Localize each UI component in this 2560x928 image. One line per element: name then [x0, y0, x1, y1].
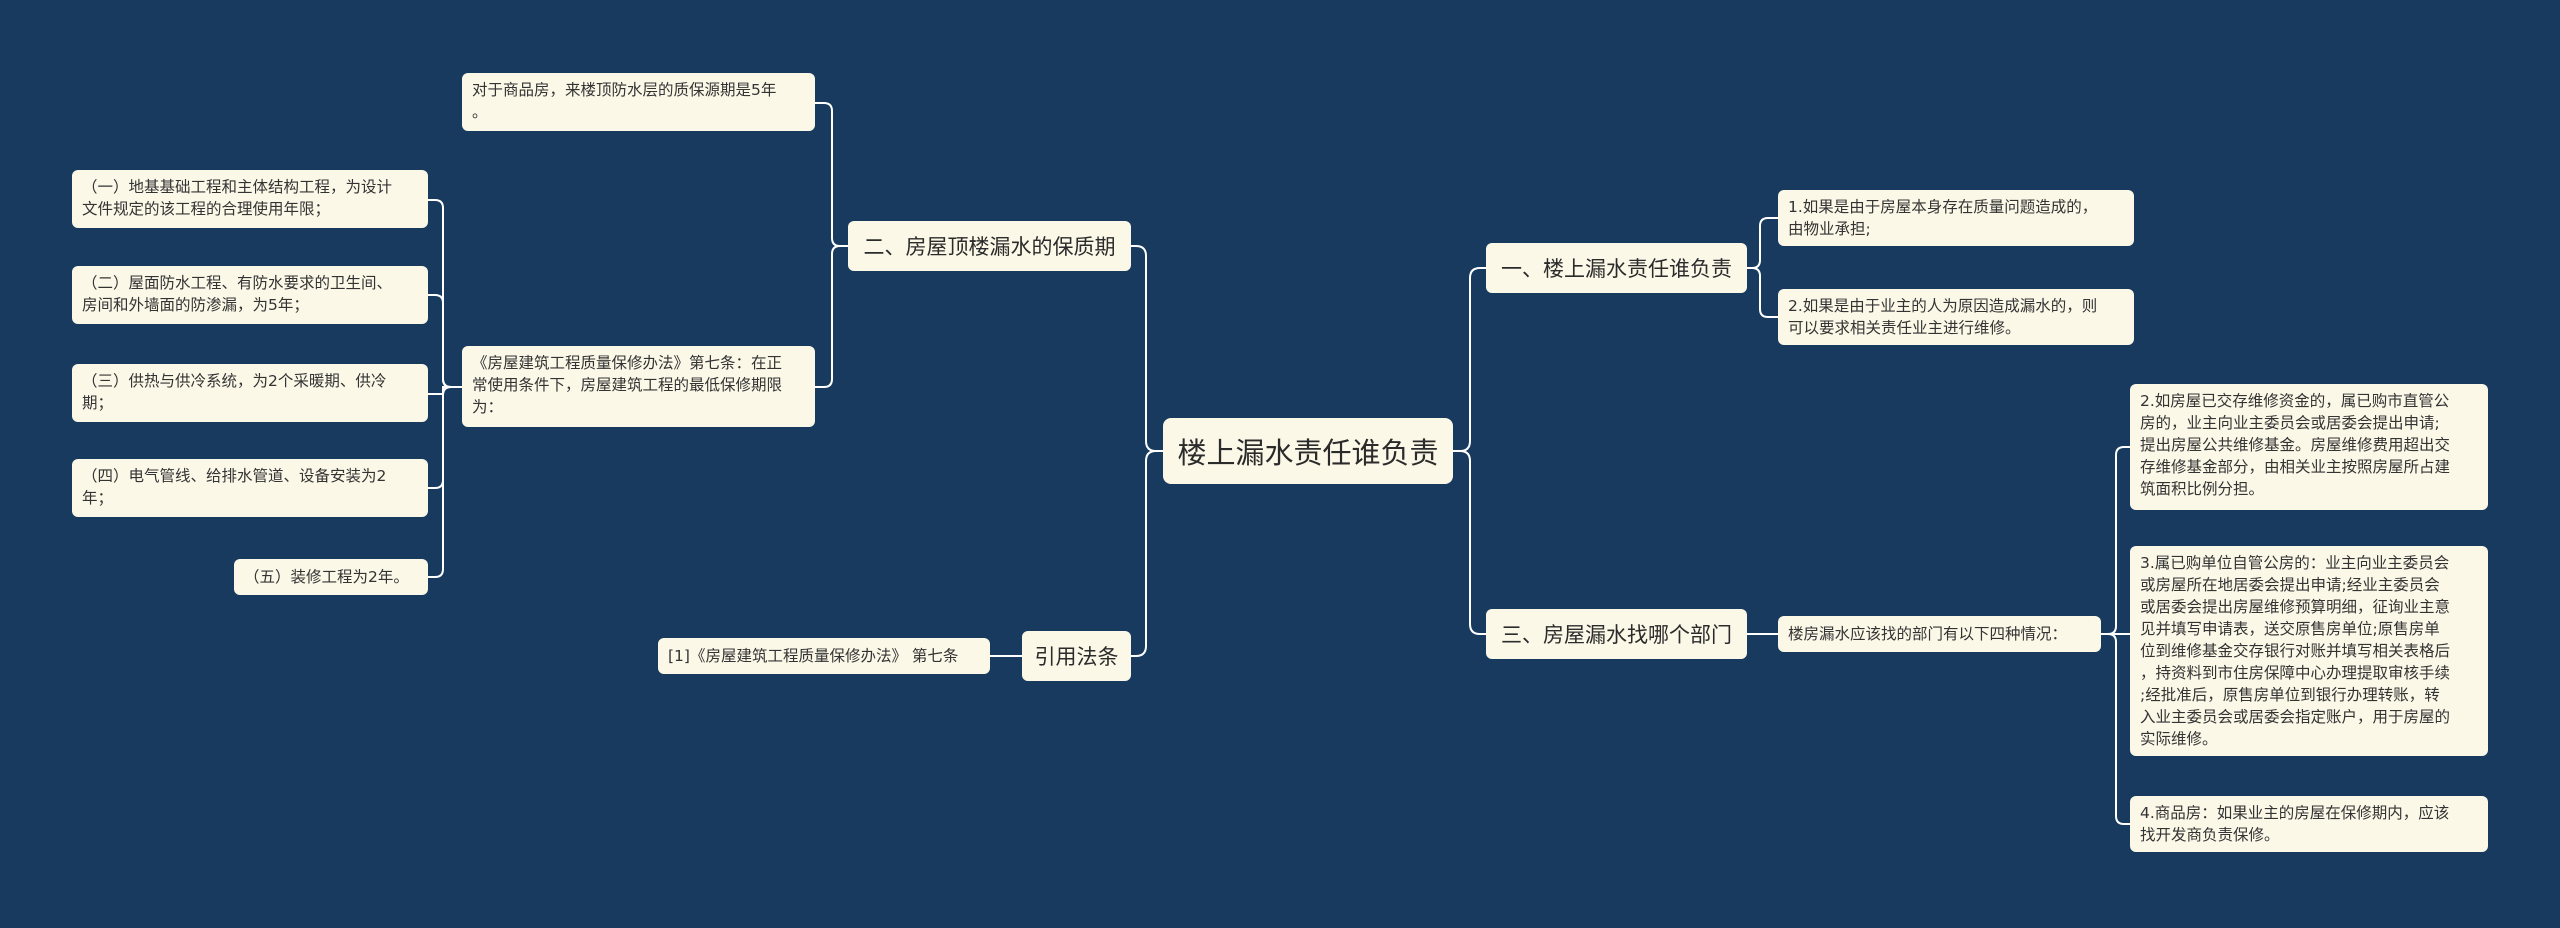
- leaf-reference-1[interactable]: [1]《房屋建筑工程质量保修办法》 第七条: [658, 638, 990, 674]
- root-node[interactable]: 楼上漏水责任谁负责: [1163, 418, 1453, 484]
- leaf-clause-item-4[interactable]: （四）电气管线、给排水管道、设备安装为2 年；: [72, 459, 428, 517]
- leaf-clause-item-5[interactable]: （五）装修工程为2年。: [234, 559, 428, 595]
- leaf-clause-item-1[interactable]: （一）地基基础工程和主体结构工程，为设计 文件规定的该工程的合理使用年限；: [72, 170, 428, 228]
- link-clause-sub1: [427, 199, 463, 388]
- leaf-responsibility-2[interactable]: 2.如果是由于业主的人为原因造成漏水的，则 可以要求相关责任业主进行维修。: [1778, 289, 2134, 345]
- link-root-b2: [1130, 245, 1164, 452]
- leaf-department-case-2[interactable]: 2.如房屋已交存维修资金的，属已购市直管公 房的，业主向业主委员会或居委会提出申…: [2130, 384, 2488, 510]
- link-root-b1: [1452, 267, 1487, 452]
- leaf-responsibility-1[interactable]: 1.如果是由于房屋本身存在质量问题造成的， 由物业承担;: [1778, 190, 2134, 246]
- branch-responsibility[interactable]: 一、楼上漏水责任谁负责: [1486, 243, 1747, 293]
- branch-warranty[interactable]: 二、房屋顶楼漏水的保质期: [848, 221, 1131, 271]
- leaf-department-intro[interactable]: 楼房漏水应该找的部门有以下四种情况：: [1778, 616, 2101, 652]
- branch-department[interactable]: 三、房屋漏水找哪个部门: [1486, 609, 1747, 659]
- link-clause-sub5: [427, 386, 463, 578]
- link-clause-sub2: [427, 294, 463, 388]
- link-intro-item3: [2100, 633, 2131, 825]
- link-b2-item2: [814, 245, 849, 388]
- link-b1-item2: [1746, 267, 1779, 318]
- link-root-b4: [1130, 450, 1164, 657]
- link-clause-sub4: [427, 386, 463, 489]
- leaf-clause-item-3[interactable]: （三）供热与供冷系统，为2个采暖期、供冷 期；: [72, 364, 428, 422]
- leaf-warranty-clause[interactable]: 《房屋建筑工程质量保修办法》第七条：在正 常使用条件下，房屋建筑工程的最低保修期…: [462, 346, 815, 427]
- link-b2-item1: [814, 102, 849, 247]
- leaf-department-case-4[interactable]: 4.商品房：如果业主的房屋在保修期内，应该 找开发商负责保修。: [2130, 796, 2488, 852]
- link-root-b3: [1452, 450, 1487, 635]
- link-b1-item1: [1746, 217, 1779, 269]
- leaf-warranty-roof[interactable]: 对于商品房，来楼顶防水层的质保源期是5年 。: [462, 73, 815, 131]
- leaf-department-case-3[interactable]: 3.属已购单位自管公房的：业主向业主委员会 或房屋所在地居委会提出申请;经业主委…: [2130, 546, 2488, 756]
- branch-references[interactable]: 引用法条: [1022, 631, 1131, 681]
- link-intro-item1: [2100, 446, 2131, 635]
- leaf-clause-item-2[interactable]: （二）屋面防水工程、有防水要求的卫生间、 房间和外墙面的防渗漏，为5年；: [72, 266, 428, 324]
